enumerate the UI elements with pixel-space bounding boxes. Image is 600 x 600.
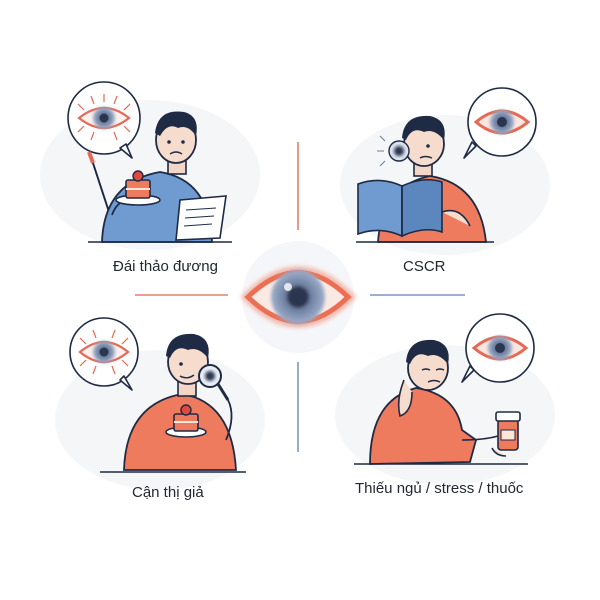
thought-bubble bbox=[463, 87, 537, 159]
panel-top-right bbox=[356, 87, 537, 243]
eye-red-rim-icon bbox=[473, 109, 531, 135]
caption-sleep-stress-medication: Thiếu ngủ / stress / thuốc bbox=[355, 480, 524, 497]
panel-top-left bbox=[67, 81, 232, 243]
dividers bbox=[135, 142, 465, 452]
caption-cscr: CSCR bbox=[403, 258, 446, 275]
caption-diabetes: Đái thảo đương bbox=[113, 258, 218, 275]
paper-sheet bbox=[175, 195, 227, 241]
panel-bottom-right bbox=[354, 313, 535, 465]
magnifier-icon bbox=[198, 364, 230, 401]
panel-bottom-left bbox=[69, 317, 246, 473]
thought-bubble bbox=[67, 81, 141, 159]
blurred-eye-icon bbox=[240, 241, 357, 353]
thought-bubble bbox=[461, 313, 535, 383]
person-diabetes bbox=[88, 111, 232, 243]
person-tired bbox=[354, 339, 528, 465]
person-reading bbox=[356, 115, 494, 243]
thought-bubble bbox=[69, 317, 139, 391]
eye-bloodshot-icon bbox=[78, 329, 130, 375]
eye-bloodshot-icon bbox=[77, 94, 131, 141]
eye-red-rim-icon bbox=[471, 335, 529, 361]
caption-pseudomyopia: Cận thị giả bbox=[132, 484, 204, 501]
open-book bbox=[357, 178, 443, 238]
person-magnifier bbox=[100, 333, 246, 473]
pill-bottle-icon bbox=[495, 411, 521, 451]
